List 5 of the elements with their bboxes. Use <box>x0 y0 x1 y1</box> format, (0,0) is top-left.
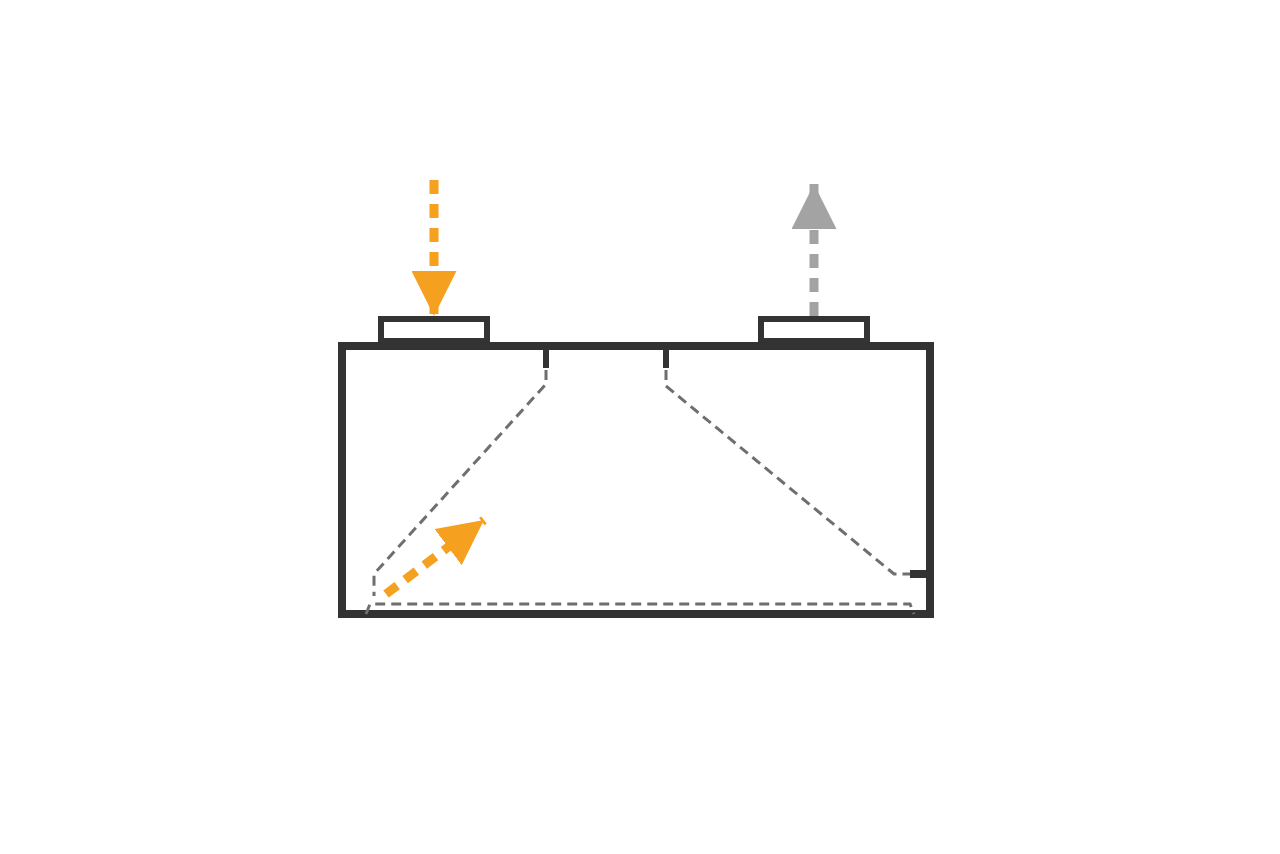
duct-collar <box>378 316 490 344</box>
flow-arrow <box>791 184 837 316</box>
duct-collar <box>758 316 870 344</box>
unit-housing <box>338 342 934 618</box>
flow-arrow <box>411 180 457 316</box>
